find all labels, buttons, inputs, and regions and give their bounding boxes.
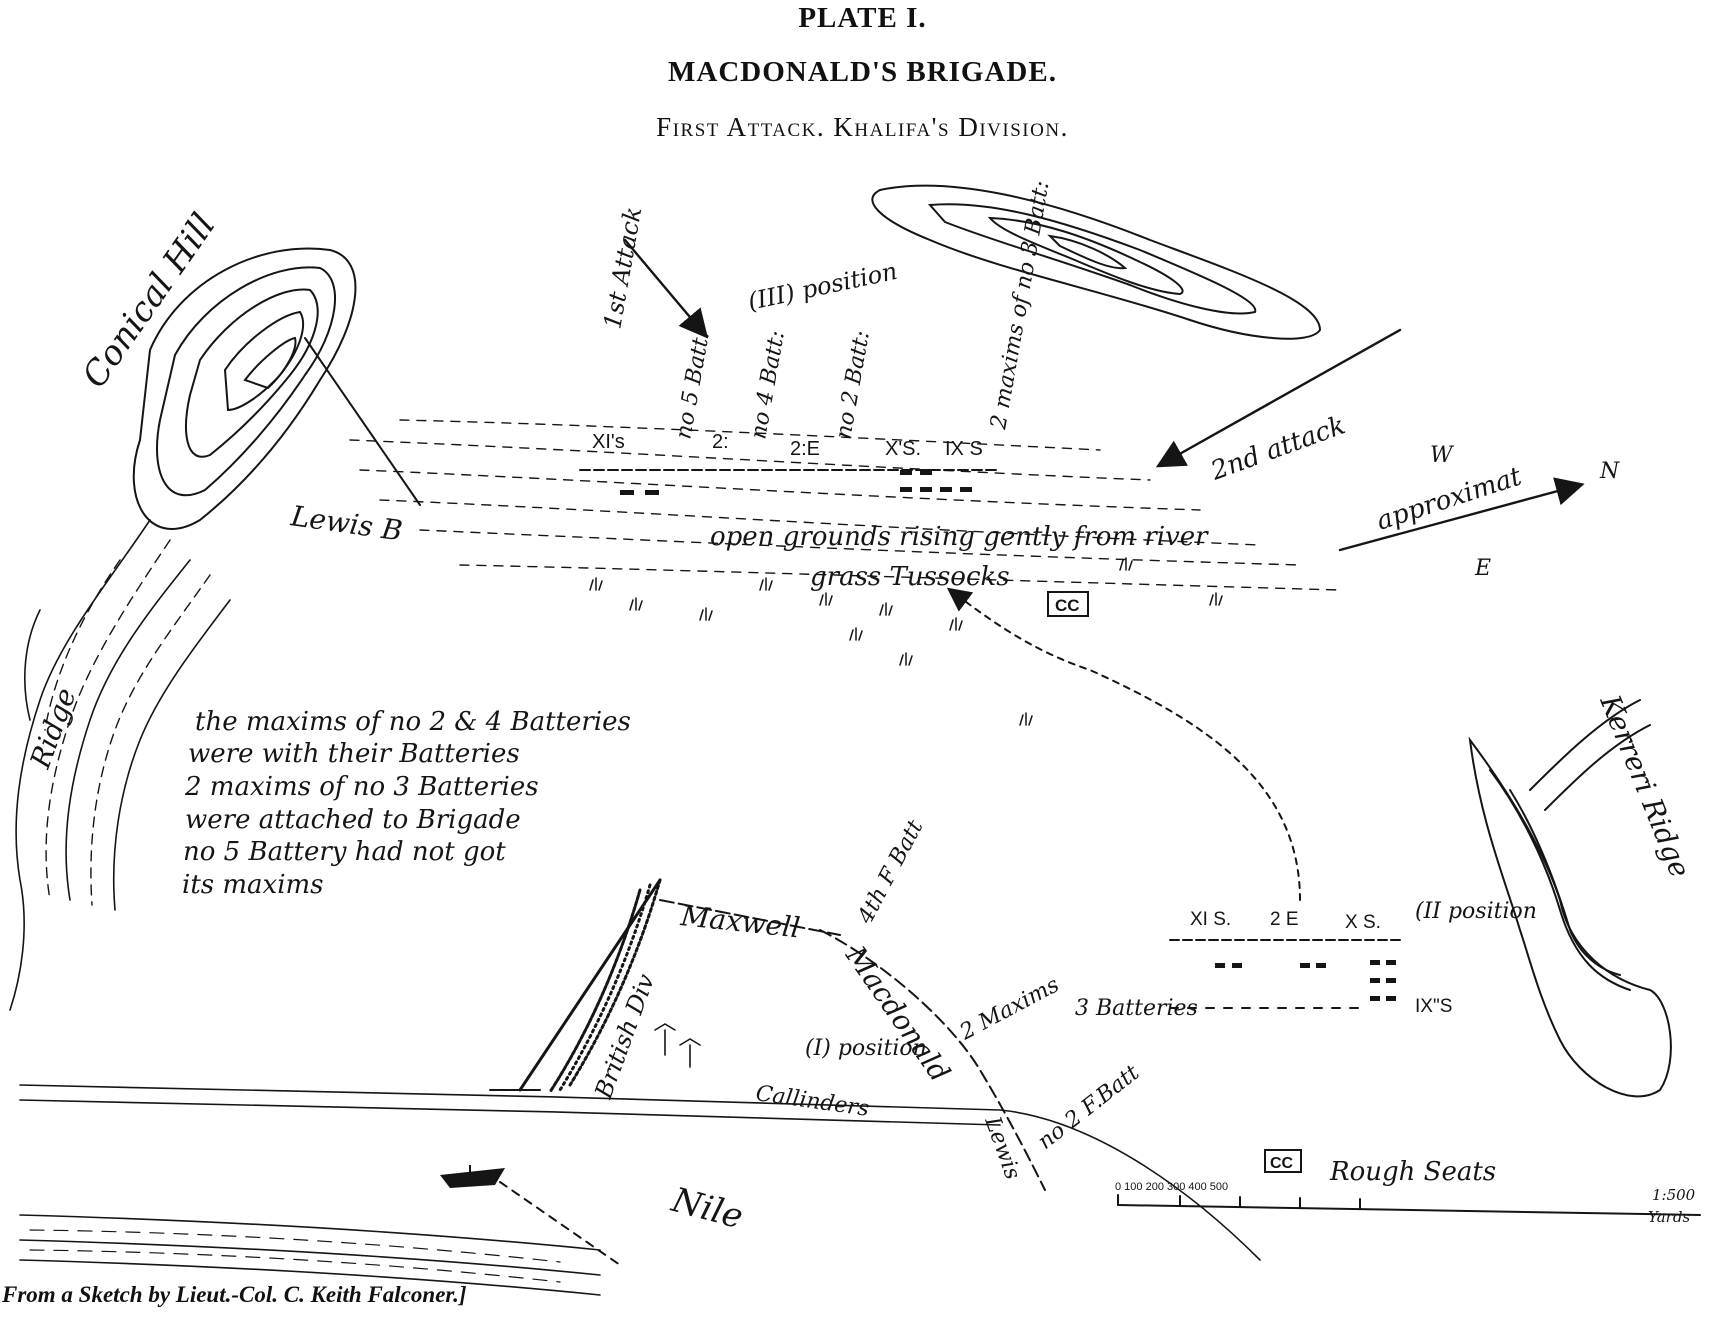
cc-box-top [1047,591,1089,617]
gunboat-icon [440,1165,621,1266]
scale-bar: 0 100 200 300 400 500 1:500 Yards [1115,1181,1701,1226]
scale-ratio: 1:500 [1652,1186,1696,1204]
plate-title: MACDONALD'S BRIGADE. [668,56,1057,88]
compass-w: W [1430,443,1455,468]
conical-hill-pointer [304,337,421,506]
kerreri-ridge-contours [1468,699,1672,1098]
british-div-label: British Div [589,970,660,1103]
compass-n: N [1599,459,1620,484]
first-attack-label: 1st Attack [598,205,647,331]
open-ground-label: open grounds rising gently from river [710,522,1209,552]
kerreri-ridge-label: Kerreri Ridge [1593,689,1697,882]
second-position-label: (II position [1415,899,1537,924]
note-line: its maxims [182,870,324,900]
scale-ticks: 0 100 200 300 400 500 [1115,1181,1228,1193]
maxwell-line [659,899,841,936]
unit-x-top: X'S. [885,438,921,460]
f-batt-4-label: 4th F Batt [853,816,929,929]
f-batt-2-label: no 2 F.Batt [1033,1060,1144,1154]
callinders-label: Callinders [754,1081,871,1122]
nile-label: Nile [667,1180,748,1237]
three-batteries-label: 3 Batteries [1075,996,1198,1021]
note-line: were with their Batteries [188,739,520,769]
battery-5-label: no 5 Batt: [671,329,715,441]
unit-x-bottom: X S. [1345,912,1381,933]
unit-xi-top: XI's [592,431,625,453]
note-block: the maxims of no 2 & 4 Batteries were wi… [182,707,631,900]
lewis-top-label: Lewis B [288,499,404,547]
rough-seats-label: Rough Seats [1329,1157,1496,1187]
british-division-hedge [518,878,662,1094]
second-attack-label: 2nd attack [1206,410,1349,487]
left-ridge-hatching [9,519,231,1011]
unit-2e-bottom: 2 E [1270,909,1299,930]
second-position-units [1215,960,1396,1001]
palm-tree-icons [654,1023,701,1068]
unit-xi-bottom: XI S. [1190,909,1231,930]
unit-2e-top-b: 2:E [790,438,820,460]
battery-4-label: no 4 Batt: [746,329,790,441]
macdonald-line [819,929,1046,1191]
grass-tussocks [589,557,1223,726]
two-maxims-label: 2 Maxims [955,972,1063,1045]
first-position-label: (I) position [805,1036,927,1061]
conical-hill-contours [132,247,357,530]
nile-hatch [29,1229,561,1283]
third-position-units [620,470,972,495]
sketch-credit: From a Sketch by Lieut.-Col. C. Keith Fa… [2,1282,467,1307]
unit-ix-bottom: IX"S [1415,996,1452,1017]
nile-river [19,1084,1261,1296]
note-line: were attached to Brigade [185,805,521,835]
river-bank-dashes [349,419,1341,591]
unit-ix-top: IX S [945,438,983,460]
compass-e: E [1474,556,1491,581]
note-line: no 5 Battery had not got [183,837,506,867]
macdonald-label: Macdonald [839,939,957,1088]
advance-route [946,587,1301,901]
cc-label-top: CC [1055,596,1080,615]
battery-2-label: no 2 Batt: [831,329,875,441]
unit-2e-top-a: 2: [712,431,729,453]
plate-subtitle: First Attack. Khalifa's Division. [656,112,1069,142]
plate-number: PLATE I. [798,2,927,34]
note-line: the maxims of no 2 & 4 Batteries [195,707,631,737]
second-attack-arrow [1155,328,1402,468]
northern-hill-contours [871,184,1322,340]
note-line: 2 maxims of no 3 Batteries [184,772,539,802]
cc-label-bottom: CC [1270,1155,1294,1172]
maxwell-label: Maxwell [678,899,801,944]
ridge-dashes [44,539,211,906]
lewis-bottom-label: Lewis [979,1113,1025,1183]
cc-box-bottom [1264,1149,1302,1173]
grass-tussocks-label: grass Tussocks [810,562,1010,592]
maxims-3-label: 2 maxims of no 3 Batt: [986,179,1055,432]
scale-unit: Yards [1648,1208,1690,1226]
first-attack-arrow [623,238,709,339]
third-position-label: (III) position [745,257,899,316]
approx-label: approximat [1373,461,1526,536]
approx-arrow [1338,477,1585,552]
